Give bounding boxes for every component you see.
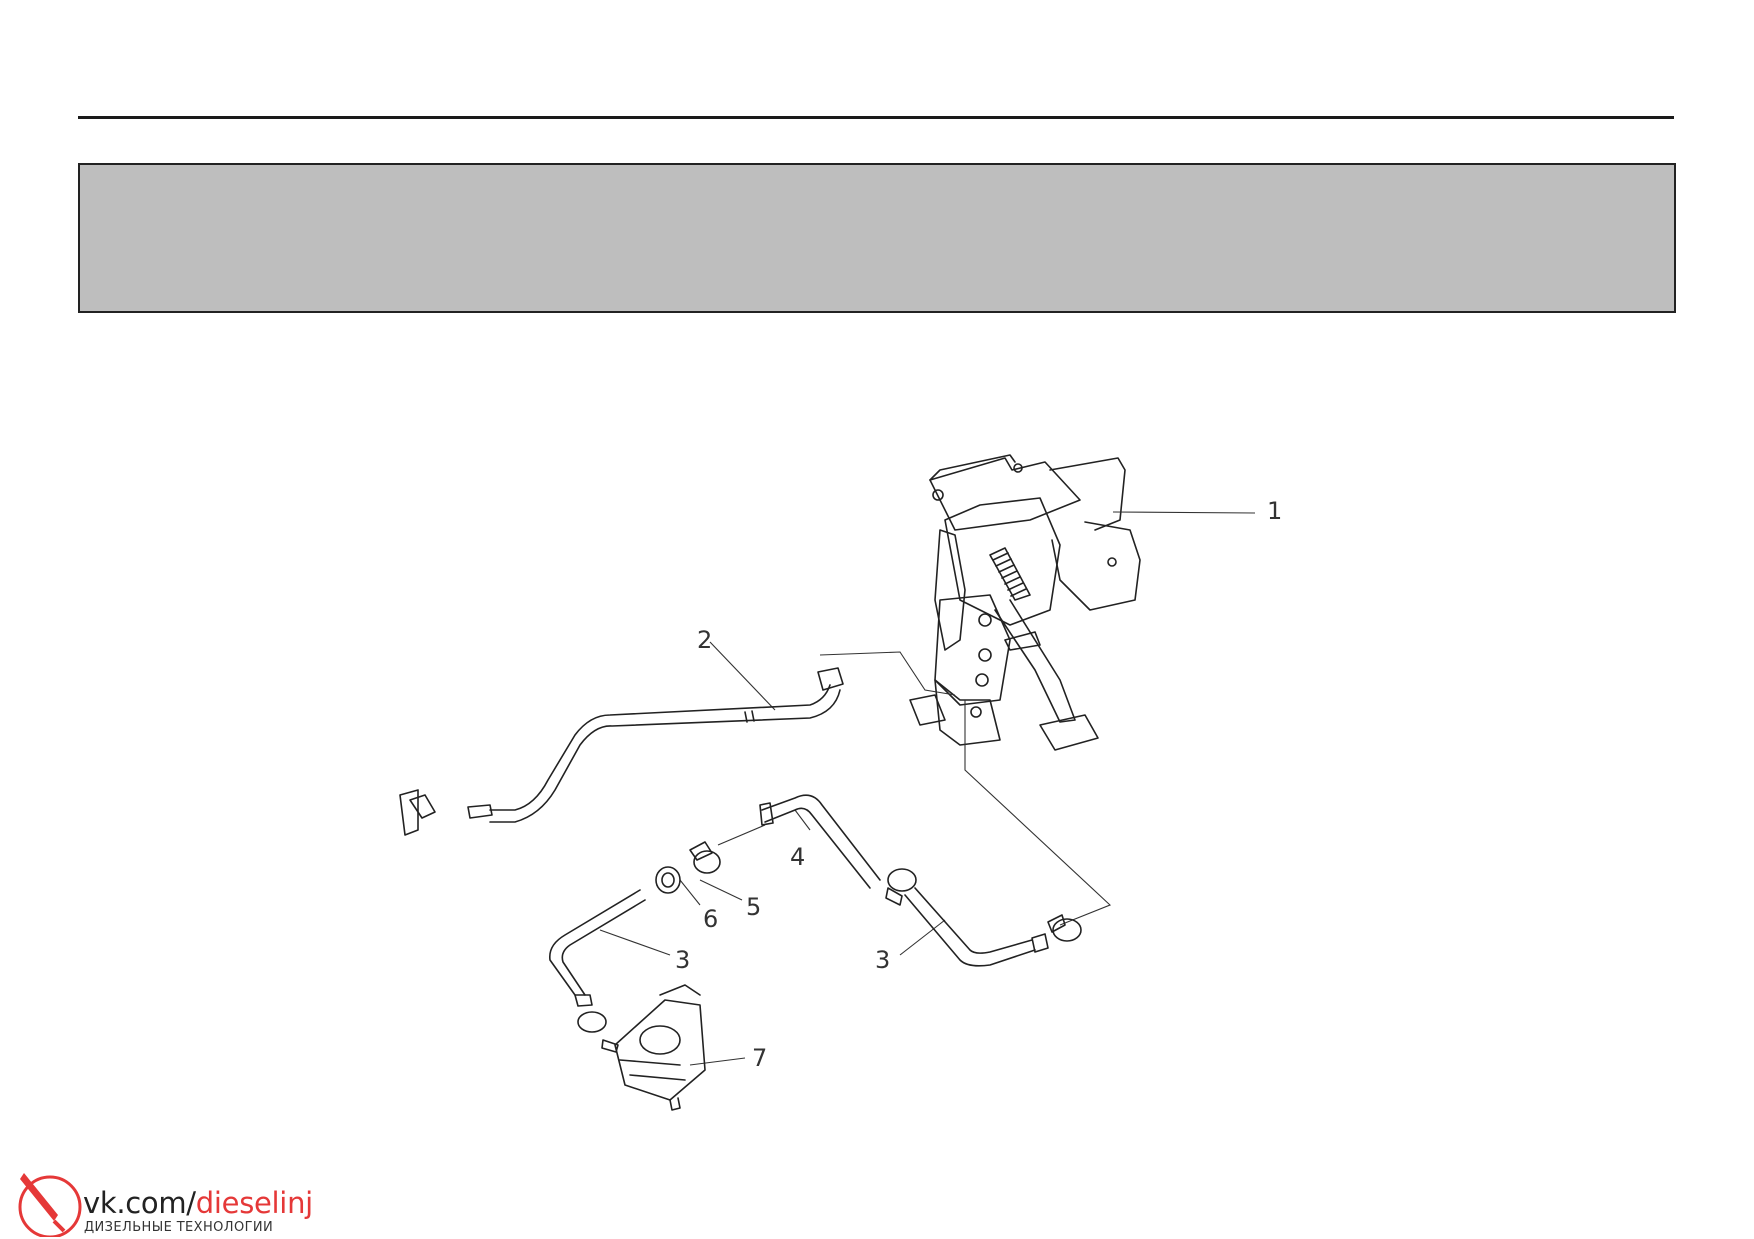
callout-6: 6 xyxy=(703,905,718,933)
callout-2: 2 xyxy=(697,626,712,654)
watermark-url: vk.com/dieselinj xyxy=(83,1186,313,1220)
callout-4: 4 xyxy=(790,843,805,871)
fuel-injector-logo-icon xyxy=(18,1173,82,1237)
header-band xyxy=(78,163,1676,313)
hose-lower-right xyxy=(904,887,1049,967)
leader-3a xyxy=(599,929,671,956)
hose-upper xyxy=(759,794,881,889)
leader-2 xyxy=(709,641,776,711)
leader-5 xyxy=(699,879,743,901)
callout-1: 1 xyxy=(1267,497,1282,525)
hose-clamp-5 xyxy=(689,841,721,874)
callout-3a: 3 xyxy=(675,946,690,974)
hose-clamp-right xyxy=(1047,914,1082,942)
hose-clamp-mid xyxy=(885,868,917,906)
leader-7 xyxy=(689,1057,746,1066)
leader-1 xyxy=(1112,511,1256,514)
leader-5-hose xyxy=(717,824,766,846)
leader-2-to-cylinder xyxy=(819,651,956,696)
callout-5: 5 xyxy=(746,893,761,921)
leader-pedal-to-hose xyxy=(964,700,1112,926)
clutch-master-cylinder xyxy=(577,984,706,1111)
callout-3b: 3 xyxy=(875,946,890,974)
callout-7: 7 xyxy=(752,1044,767,1072)
watermark-subtitle: ДИЗЕЛЬНЫЕ ТЕХНОЛОГИИ xyxy=(84,1220,274,1235)
hydraulic-pipe xyxy=(399,667,844,836)
pedal-bracket-assembly xyxy=(909,454,1141,751)
leader-4 xyxy=(794,809,811,831)
seal-ring-6 xyxy=(655,866,681,894)
leader-3b xyxy=(899,919,946,956)
leader-6 xyxy=(679,879,701,906)
top-rule xyxy=(78,116,1674,119)
hose-lower-left xyxy=(548,889,646,1007)
